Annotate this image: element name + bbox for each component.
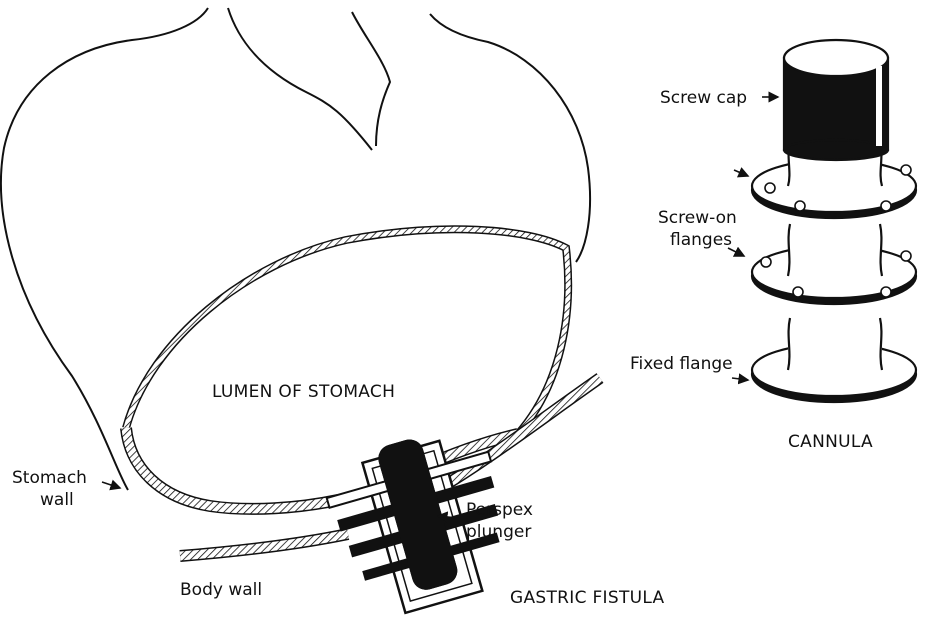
- screw-on-flanges-label-line1: Screw-on: [658, 208, 737, 229]
- cannula-drawing: [752, 40, 916, 402]
- fixed-flange-label: Fixed flange: [630, 354, 733, 375]
- lumen-label: LUMEN OF STOMACH: [212, 382, 395, 403]
- cannula-label: CANNULA: [788, 432, 873, 453]
- plunger-label-line1: Perspex: [466, 500, 533, 521]
- stomach-outline: [1, 8, 590, 490]
- screw-cap-label: Screw cap: [660, 88, 747, 109]
- stomach-wall-label-line2: wall: [40, 490, 74, 511]
- screw-on-flanges-label-line2: flanges: [670, 230, 732, 251]
- body-wall-label: Body wall: [180, 580, 262, 601]
- gastric-fistula-label: GASTRIC FISTULA: [510, 588, 664, 609]
- lumen-hatched-wall: [126, 229, 568, 434]
- plunger-label-line2: plunger: [466, 522, 531, 543]
- stomach-wall-label-line1: Stomach: [12, 468, 87, 489]
